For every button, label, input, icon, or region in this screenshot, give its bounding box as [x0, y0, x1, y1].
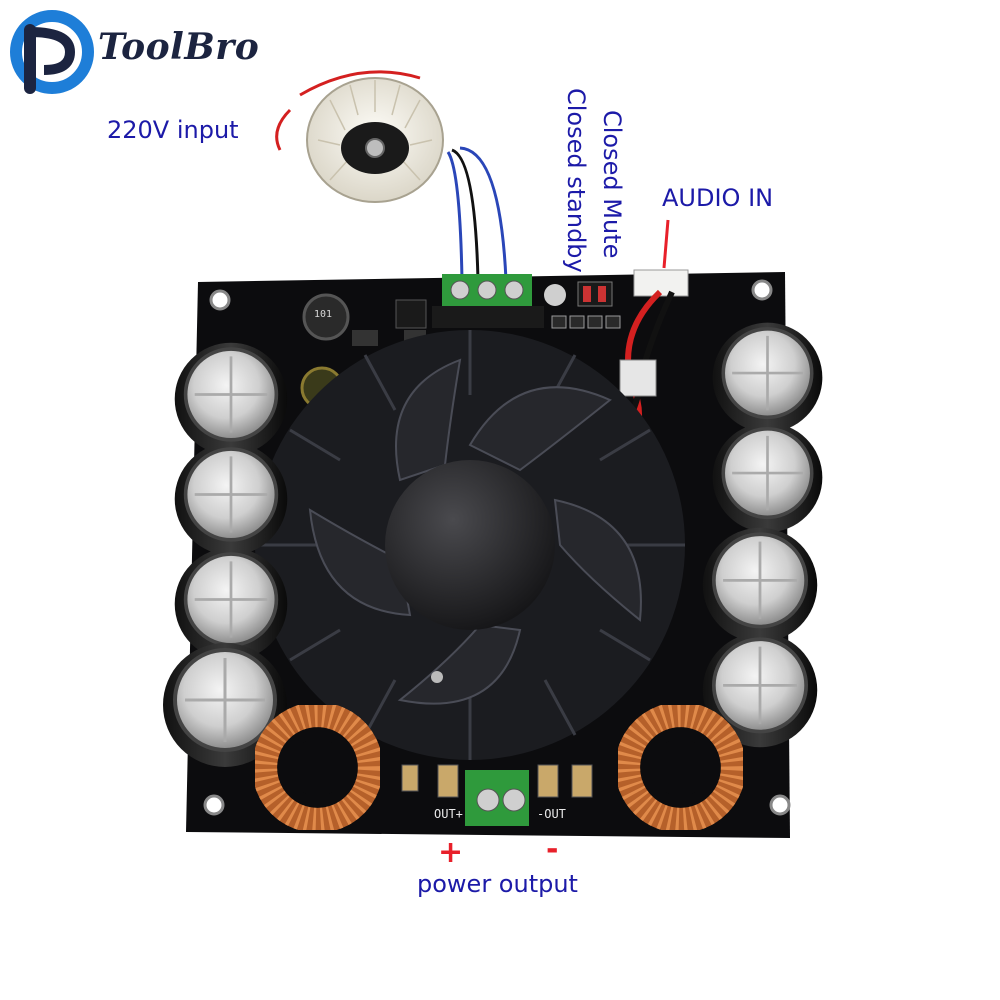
capacitor: [172, 340, 290, 458]
capacitor: [710, 320, 825, 435]
capacitor: [172, 440, 290, 558]
toolbro-logo-icon: [10, 10, 94, 94]
silkscreen-inductor-code: 101: [314, 309, 333, 320]
capacitor: [700, 525, 820, 645]
label-minus: -: [546, 832, 559, 867]
toroidal-transformer: [275, 70, 508, 281]
heatsink-fan: [255, 330, 685, 760]
label-closed-standby: Closed standby: [562, 88, 590, 273]
output-filter-parts: [401, 764, 593, 798]
brand-name: ToolBro: [98, 26, 260, 68]
capacitor: [710, 420, 825, 535]
silkscreen-out-plus: OUT+: [434, 807, 463, 821]
label-closed-mute: Closed Mute: [598, 110, 626, 259]
label-plus: +: [438, 835, 464, 870]
power-input-terminal: [432, 274, 544, 328]
label-220v-input: 220V input: [107, 116, 239, 144]
label-power-output: power output: [417, 870, 578, 898]
silkscreen-out-minus: -OUT: [537, 807, 566, 821]
power-output-terminal: [465, 770, 529, 826]
label-audio-in: AUDIO IN: [662, 184, 774, 212]
